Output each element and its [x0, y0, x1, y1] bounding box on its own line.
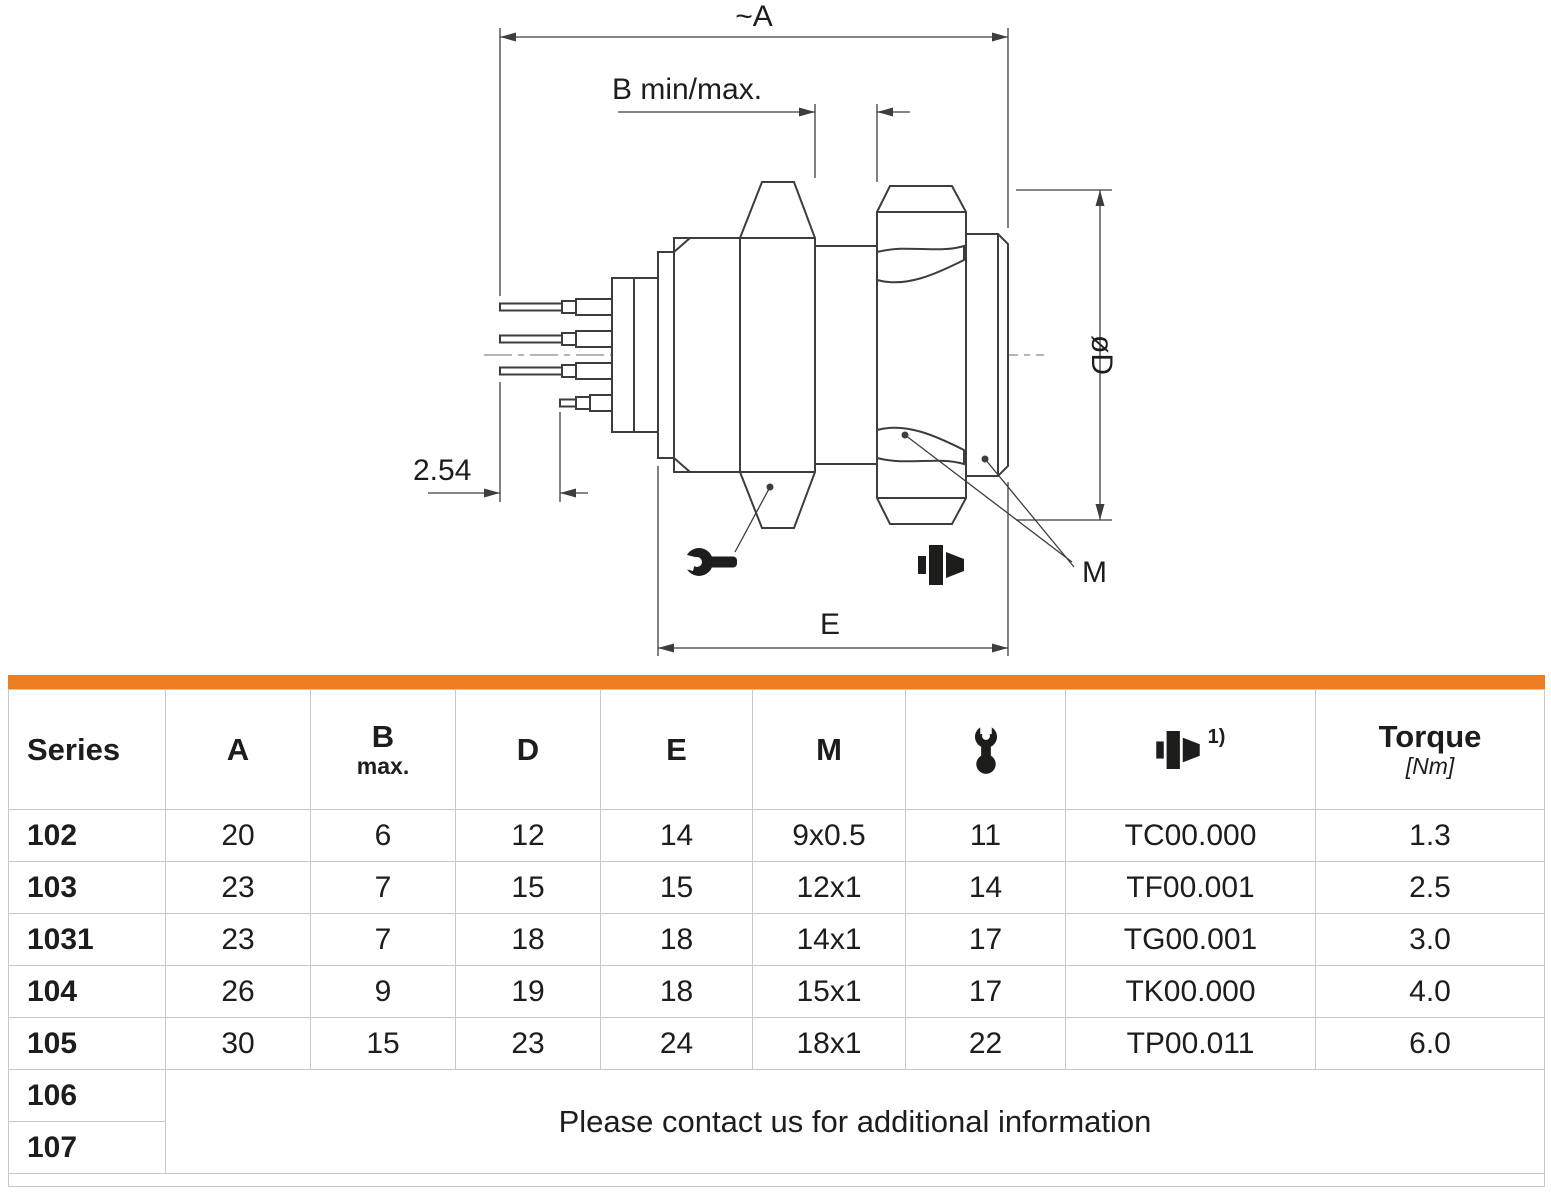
dimension-table: Series A B max. D E M 1) Torque [Nm] 102… — [8, 675, 1545, 1187]
dim-label-d: øD — [1085, 335, 1118, 375]
value-cell: 30 — [166, 1018, 311, 1070]
accent-bar — [8, 675, 1545, 689]
value-cell: 12 — [456, 810, 601, 862]
col-header-b: B max. — [311, 690, 456, 810]
contact-pins — [499, 298, 613, 412]
value-cell: 15 — [601, 862, 753, 914]
value-cell: 9x0.5 — [753, 810, 906, 862]
value-cell: 18 — [456, 914, 601, 966]
value-cell: 1.3 — [1316, 810, 1545, 862]
value-cell: 15 — [456, 862, 601, 914]
connector-technical-drawing: ~A B min/max. 2.54 øD M E — [413, 0, 1118, 656]
col-header-d: D — [456, 690, 601, 810]
dimension-arrows — [484, 32, 1105, 653]
connector-outline — [499, 181, 1009, 529]
value-cell: 3.0 — [1316, 914, 1545, 966]
value-cell: 18x1 — [753, 1018, 906, 1070]
body-shell — [673, 237, 741, 473]
col-header-b-label: B — [371, 719, 395, 755]
value-cell: 6.0 — [1316, 1018, 1545, 1070]
dim-label-pitch: 2.54 — [413, 454, 471, 487]
col-header-b-sub: max. — [356, 752, 410, 779]
table-footer-strip — [9, 1174, 1545, 1187]
value-cell: 7 — [311, 862, 456, 914]
value-cell: 19 — [456, 966, 601, 1018]
step-ring — [657, 251, 675, 459]
series-cell: 103 — [9, 862, 166, 914]
contact-note: Please contact us for additional informa… — [166, 1070, 1545, 1174]
front-sleeve — [965, 233, 1009, 477]
value-cell: 23 — [166, 862, 311, 914]
hex-flange — [739, 181, 816, 529]
dim-label-m: M — [1082, 556, 1107, 589]
value-cell: TF00.001 — [1066, 862, 1316, 914]
dimension-lines — [428, 28, 1112, 656]
footnote-marker: 1) — [1207, 726, 1226, 748]
mounting-tool-icon — [1156, 731, 1200, 769]
value-cell: 23 — [166, 914, 311, 966]
value-cell: 18 — [601, 966, 753, 1018]
dim-label-b: B min/max. — [612, 73, 762, 106]
col-header-torque-label: Torque — [1378, 719, 1482, 755]
wrench-icon — [683, 548, 737, 576]
series-cell: 106 — [9, 1070, 166, 1122]
value-cell: TG00.001 — [1066, 914, 1316, 966]
mounting-tool-icon — [918, 545, 964, 585]
threaded-neck — [814, 245, 878, 465]
value-cell: 2.5 — [1316, 862, 1545, 914]
value-cell: TP00.011 — [1066, 1018, 1316, 1070]
series-cell: 105 — [9, 1018, 166, 1070]
value-cell: 22 — [906, 1018, 1066, 1070]
value-cell: 4.0 — [1316, 966, 1545, 1018]
value-cell: 15 — [311, 1018, 456, 1070]
value-cell: 18 — [601, 914, 753, 966]
value-cell: 6 — [311, 810, 456, 862]
value-cell: TK00.000 — [1066, 966, 1316, 1018]
dim-label-a: ~A — [735, 0, 773, 33]
value-cell: 17 — [906, 966, 1066, 1018]
table-grid: Series A B max. D E M 1) Torque [Nm] 102… — [8, 689, 1545, 1187]
series-cell: 107 — [9, 1122, 166, 1174]
col-header-a: A — [166, 690, 311, 810]
value-cell: 26 — [166, 966, 311, 1018]
value-cell: 20 — [166, 810, 311, 862]
leader-dots — [766, 431, 989, 491]
value-cell: 11 — [906, 810, 1066, 862]
value-cell: 14x1 — [753, 914, 906, 966]
col-header-torque-sub: [Nm] — [1405, 752, 1455, 779]
value-cell: 9 — [311, 966, 456, 1018]
col-header-mounting-tool: 1) — [1066, 690, 1316, 810]
value-cell: 12x1 — [753, 862, 906, 914]
value-cell: 7 — [311, 914, 456, 966]
col-header-e: E — [601, 690, 753, 810]
col-header-series: Series — [9, 690, 166, 810]
value-cell: 15x1 — [753, 966, 906, 1018]
series-cell: 1031 — [9, 914, 166, 966]
value-cell: 17 — [906, 914, 1066, 966]
dim-label-e: E — [820, 608, 840, 641]
value-cell: TC00.000 — [1066, 810, 1316, 862]
clamping-nut — [876, 185, 967, 525]
value-cell: 24 — [601, 1018, 753, 1070]
value-cell: 23 — [456, 1018, 601, 1070]
series-cell: 104 — [9, 966, 166, 1018]
col-header-torque: Torque [Nm] — [1316, 690, 1545, 810]
wrench-icon — [971, 725, 1001, 775]
value-cell: 14 — [906, 862, 1066, 914]
series-cell: 102 — [9, 810, 166, 862]
value-cell: 14 — [601, 810, 753, 862]
col-header-m: M — [753, 690, 906, 810]
col-header-wrench — [906, 690, 1066, 810]
